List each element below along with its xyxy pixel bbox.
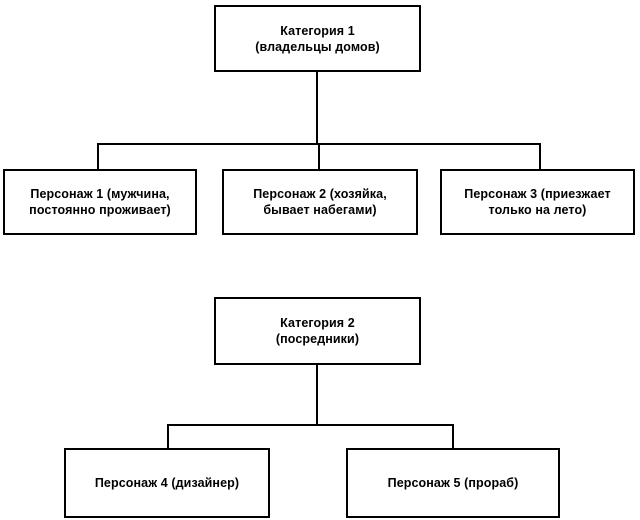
- connector-to-persona-1: [97, 143, 99, 170]
- node-category-1[interactable]: Категория 1 (владельцы домов): [214, 5, 421, 72]
- node-persona-2[interactable]: Персонаж 2 (хозяйка, бывает набегами): [222, 169, 418, 235]
- node-persona-4[interactable]: Персонаж 4 (дизайнер): [64, 448, 270, 518]
- node-persona-3[interactable]: Персонаж 3 (приезжает только на лето): [440, 169, 635, 235]
- node-persona-1[interactable]: Персонаж 1 (мужчина, постоянно проживает…: [3, 169, 197, 235]
- node-persona-2-label: Персонаж 2 (хозяйка, бывает набегами): [253, 187, 387, 217]
- node-category-2-label: Категория 2 (посредники): [275, 316, 360, 346]
- connector-category-2-bus: [167, 424, 454, 426]
- connector-to-persona-3: [539, 143, 541, 170]
- connector-to-persona-5: [452, 424, 454, 449]
- node-persona-1-label: Персонаж 1 (мужчина, постоянно проживает…: [29, 187, 171, 217]
- node-persona-5[interactable]: Персонаж 5 (прораб): [346, 448, 560, 518]
- node-category-2[interactable]: Категория 2 (посредники): [214, 297, 421, 365]
- node-persona-5-label: Персонаж 5 (прораб): [387, 476, 519, 490]
- connector-category-1-stem: [316, 72, 318, 144]
- connector-category-2-stem: [316, 365, 318, 425]
- node-persona-4-label: Персонаж 4 (дизайнер): [94, 476, 240, 490]
- connector-to-persona-2: [318, 143, 320, 170]
- node-category-1-label: Категория 1 (владельцы домов): [255, 23, 380, 54]
- node-persona-3-label: Персонаж 3 (приезжает только на лето): [464, 187, 611, 217]
- connector-to-persona-4: [167, 424, 169, 449]
